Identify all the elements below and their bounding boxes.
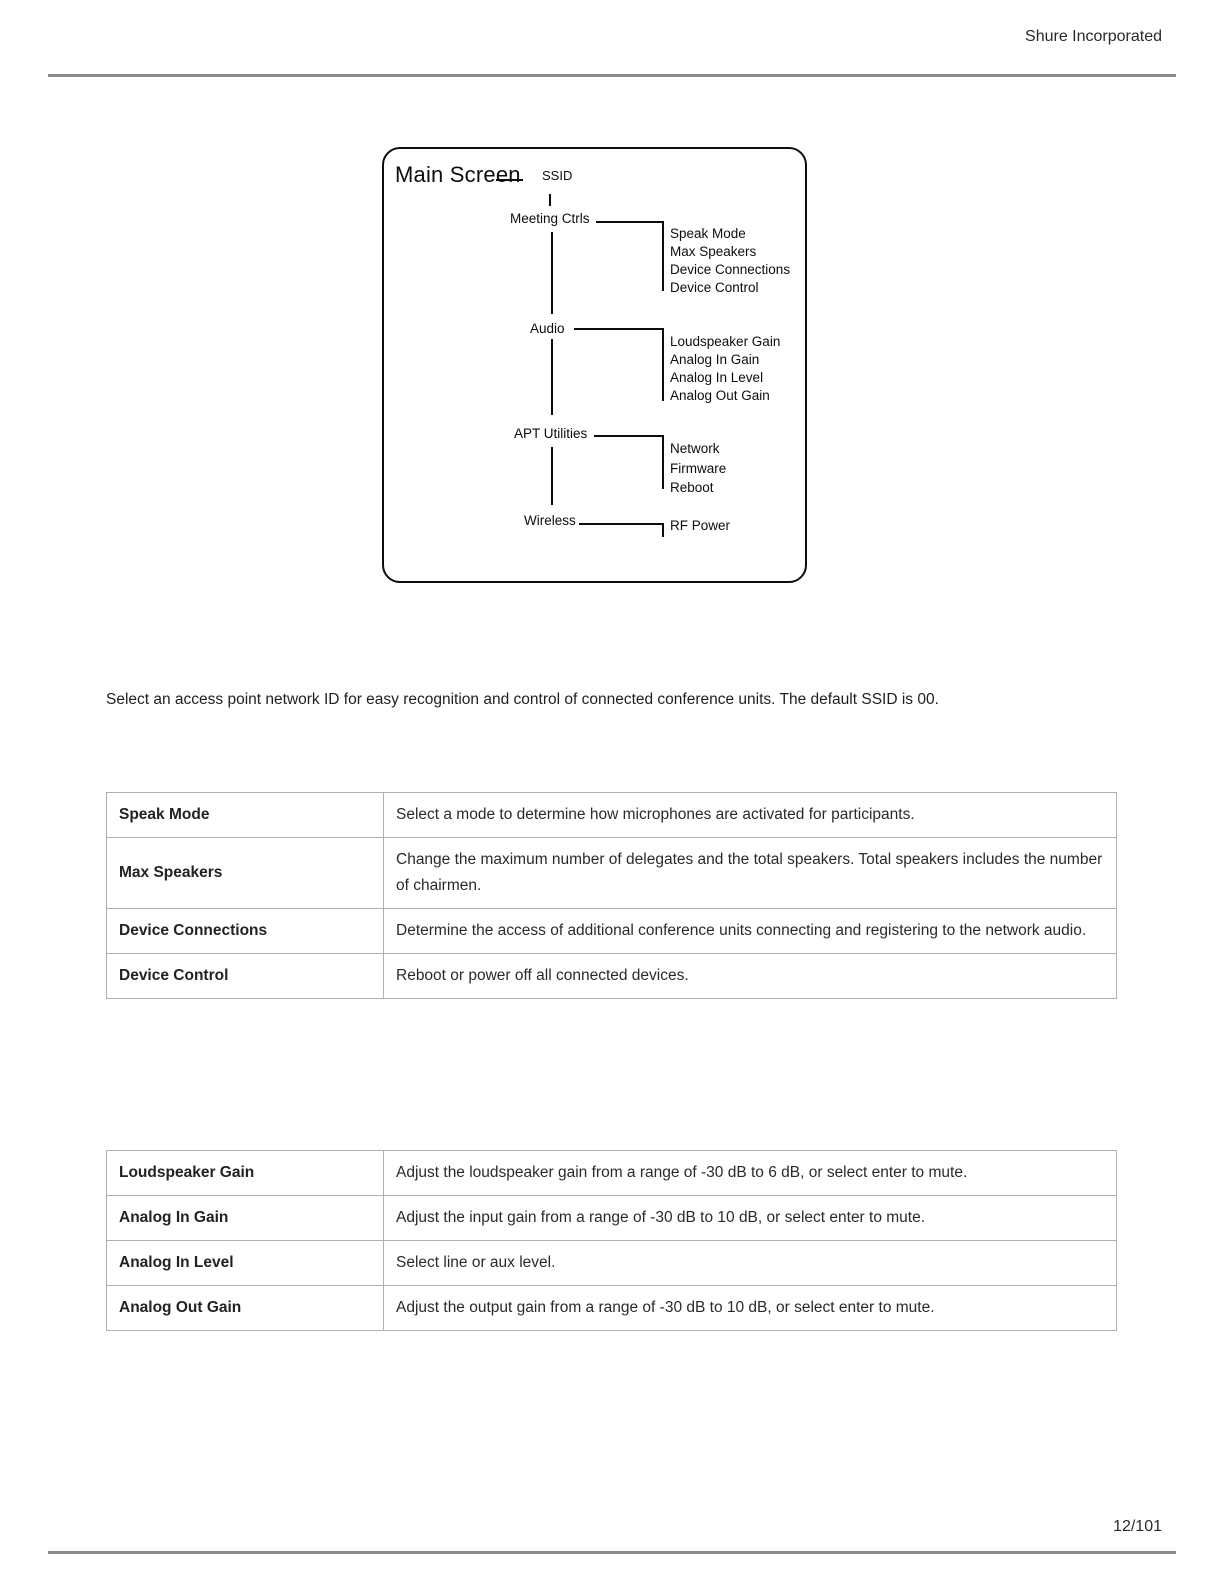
table-description: Change the maximum number of delegates a… xyxy=(383,837,1117,909)
tree-leaf: Speak Mode xyxy=(670,226,746,241)
connector-line xyxy=(496,179,523,181)
connector-line xyxy=(551,232,553,314)
table-row: Device Connections Determine the access … xyxy=(106,908,1117,954)
tree-leaf: Analog In Level xyxy=(670,370,764,385)
tree-node-audio: Audio xyxy=(530,321,565,336)
connector-bracket xyxy=(662,221,664,291)
table-description: Adjust the output gain from a range of -… xyxy=(383,1285,1117,1331)
table-label: Device Control xyxy=(106,953,384,999)
table-description: Adjust the input gain from a range of -3… xyxy=(383,1195,1117,1241)
connector-bracket xyxy=(662,435,664,489)
table-label: Device Connections xyxy=(106,908,384,954)
table-row: Analog In Gain Adjust the input gain fro… xyxy=(106,1195,1117,1241)
table-description: Determine the access of additional confe… xyxy=(383,908,1117,954)
tree-leaf: Network xyxy=(670,441,720,456)
table-description: Reboot or power off all connected device… xyxy=(383,953,1117,999)
tree-root-label: Main Screen xyxy=(395,162,521,187)
table-row: Analog In Level Select line or aux level… xyxy=(106,1240,1117,1286)
table-label: Analog In Level xyxy=(106,1240,384,1286)
connector-line xyxy=(579,523,662,525)
header-divider xyxy=(48,74,1176,77)
table-label: Max Speakers xyxy=(106,837,384,909)
tree-node-meeting-ctrls: Meeting Ctrls xyxy=(510,211,590,226)
connector-line xyxy=(549,194,551,206)
table-row: Speak Mode Select a mode to determine ho… xyxy=(106,792,1117,838)
tree-leaf: Reboot xyxy=(670,480,714,495)
tree-children-wireless: RF Power xyxy=(670,517,730,535)
tree-node-ssid: SSID xyxy=(542,168,573,183)
tree-leaf: RF Power xyxy=(670,518,731,533)
tree-leaf: Device Connections xyxy=(670,262,791,277)
table-description: Adjust the loudspeaker gain from a range… xyxy=(383,1150,1117,1196)
table-label: Analog In Gain xyxy=(106,1195,384,1241)
connector-bracket xyxy=(662,523,664,537)
table-row: Analog Out Gain Adjust the output gain f… xyxy=(106,1285,1117,1331)
connector-line xyxy=(594,435,662,437)
audio-settings-table: Loudspeaker Gain Adjust the loudspeaker … xyxy=(106,1150,1117,1331)
connector-line xyxy=(551,447,553,505)
tree-leaf: Max Speakers xyxy=(670,244,757,259)
header-company: Shure Incorporated xyxy=(1025,28,1162,45)
connector-line xyxy=(574,328,662,330)
menu-tree-diagram: Main Screen SSID Meeting Ctrls Speak Mod… xyxy=(382,147,807,583)
connector-line xyxy=(596,221,662,223)
tree-node-wireless: Wireless xyxy=(524,513,576,528)
table-description: Select a mode to determine how microphon… xyxy=(383,792,1117,838)
tree-children-apt-utilities: Network Firmware Reboot xyxy=(670,439,726,498)
tree-leaf: Device Control xyxy=(670,280,759,295)
connector-bracket xyxy=(662,328,664,401)
connector-line xyxy=(551,339,553,415)
tree-children-audio: Loudspeaker Gain Analog In Gain Analog I… xyxy=(670,333,780,405)
footer-divider xyxy=(48,1551,1176,1554)
intro-paragraph: Select an access point network ID for ea… xyxy=(106,691,939,708)
table-label: Loudspeaker Gain xyxy=(106,1150,384,1196)
tree-leaf: Loudspeaker Gain xyxy=(670,334,781,349)
tree-leaf: Firmware xyxy=(670,460,727,476)
tree-leaf: Analog In Gain xyxy=(670,352,760,367)
table-label: Analog Out Gain xyxy=(106,1285,384,1331)
tree-leaf: Analog Out Gain xyxy=(670,388,770,403)
tree-children-meeting-ctrls: Speak Mode Max Speakers Device Connectio… xyxy=(670,225,790,297)
table-row: Loudspeaker Gain Adjust the loudspeaker … xyxy=(106,1150,1117,1196)
tree-node-apt-utilities: APT Utilities xyxy=(514,426,588,441)
table-row: Device Control Reboot or power off all c… xyxy=(106,953,1117,999)
table-label: Speak Mode xyxy=(106,792,384,838)
table-row: Max Speakers Change the maximum number o… xyxy=(106,837,1117,909)
meeting-controls-table: Speak Mode Select a mode to determine ho… xyxy=(106,792,1117,999)
footer-page-number: 12/101 xyxy=(1113,1518,1162,1535)
table-description: Select line or aux level. xyxy=(383,1240,1117,1286)
